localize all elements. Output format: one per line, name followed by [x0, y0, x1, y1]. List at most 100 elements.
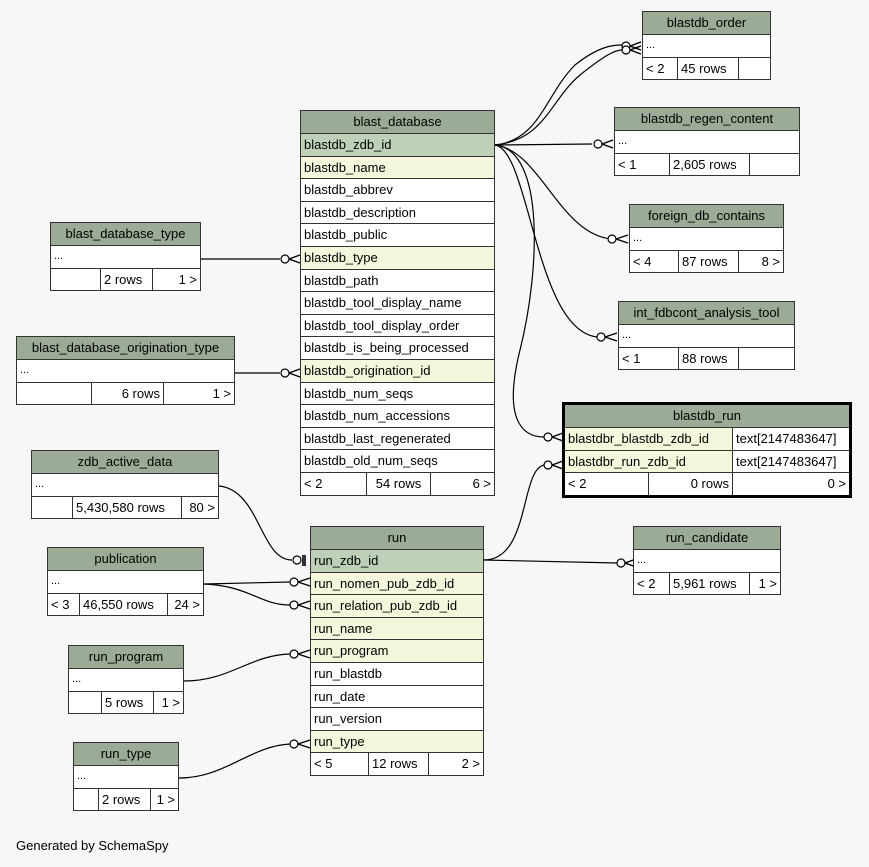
table-title[interactable]: blast_database: [301, 111, 494, 134]
column-name[interactable]: blastdb_public: [304, 227, 388, 243]
children-count[interactable]: 1 >: [150, 788, 178, 811]
table-blast-database-origination-type[interactable]: blast_database_origination_type ... 6 ro…: [16, 336, 235, 406]
parents-count[interactable]: < 5: [314, 756, 333, 772]
children-count[interactable]: [738, 57, 770, 80]
table-run-type[interactable]: run_type ... 2 rows 1 >: [73, 742, 179, 812]
table-title[interactable]: run_candidate: [634, 527, 780, 550]
column-name[interactable]: blastdb_type: [304, 249, 378, 265]
parents-count[interactable]: < 4: [633, 253, 652, 269]
table-blast-database[interactable]: blast_database blastdb_zdb_id blastdb_na…: [300, 110, 495, 496]
parents-count[interactable]: < 2: [646, 60, 665, 76]
children-count[interactable]: 24 >: [167, 593, 203, 616]
table-title[interactable]: run: [311, 527, 483, 550]
column-name[interactable]: run_nomen_pub_zdb_id: [314, 575, 455, 591]
column-name[interactable]: blastdbr_run_zdb_id: [568, 453, 686, 469]
edge-zdb-active-data: [218, 485, 293, 561]
table-blast-database-type[interactable]: blast_database_type ... 2 rows 1 >: [50, 222, 201, 292]
crow-foot: [297, 600, 311, 610]
column-name[interactable]: blastdb_num_accessions: [304, 408, 450, 424]
edge-run-program: [183, 653, 291, 682]
parents-count[interactable]: < 2: [304, 475, 323, 491]
column-name[interactable]: blastdb_num_seqs: [304, 385, 414, 401]
crow-foot-circle: [543, 460, 553, 470]
table-run-candidate[interactable]: run_candidate ... < 2 5,961 rows 1 >: [633, 526, 781, 596]
parents-count[interactable]: [74, 789, 98, 811]
crow-foot-circle: [616, 558, 626, 568]
column-name[interactable]: blastdb_last_regenerated: [304, 430, 451, 446]
column-name[interactable]: blastdb_zdb_id: [304, 137, 392, 152]
row-count: 2 rows: [100, 268, 152, 291]
column-name[interactable]: blastdb_old_num_seqs: [304, 453, 438, 469]
children-count[interactable]: 1 >: [749, 572, 780, 595]
table-title[interactable]: blastdb_order: [643, 12, 770, 35]
column-name[interactable]: blastdb_name: [304, 159, 386, 175]
children-count[interactable]: 1 >: [163, 382, 234, 405]
parents-count[interactable]: [32, 497, 72, 519]
parents-count[interactable]: [51, 269, 100, 291]
parents-count[interactable]: < 3: [51, 596, 70, 612]
one-bar: [302, 555, 306, 566]
table-zdb-active-data[interactable]: zdb_active_data ... 5,430,580 rows 80 >: [31, 450, 219, 520]
crow-foot: [604, 332, 618, 342]
column-name[interactable]: blastdb_abbrev: [304, 182, 393, 198]
crow-foot-circle: [289, 649, 299, 659]
row-count: 88 rows: [678, 347, 738, 370]
column-name[interactable]: blastdbr_blastdb_zdb_id: [568, 431, 709, 446]
children-count[interactable]: 6 >: [430, 472, 494, 495]
parents-count[interactable]: [69, 692, 101, 714]
table-run-program[interactable]: run_program ... 5 rows 1 >: [68, 645, 184, 715]
column-name[interactable]: blastdb_tool_display_name: [304, 295, 462, 311]
table-title[interactable]: run_program: [69, 646, 183, 669]
column-name[interactable]: run_date: [314, 688, 366, 704]
crow-foot-circle: [292, 555, 302, 565]
parents-count[interactable]: [17, 383, 91, 405]
column-name[interactable]: run_program: [314, 643, 389, 659]
column-name[interactable]: run_zdb_id: [314, 553, 379, 568]
table-title[interactable]: publication: [48, 548, 203, 571]
column-name[interactable]: blastdb_tool_display_order: [304, 317, 460, 333]
table-title[interactable]: blastdb_regen_content: [615, 108, 799, 131]
crow-foot-circle: [280, 254, 290, 264]
children-count[interactable]: [749, 153, 799, 176]
column-name[interactable]: run_type: [314, 733, 365, 749]
column-name[interactable]: blastdb_description: [304, 204, 417, 220]
table-int-fdbcont-analysis-tool[interactable]: int_fdbcont_analysis_tool ... < 1 88 row…: [618, 301, 795, 371]
children-count[interactable]: 8 >: [738, 250, 783, 273]
table-title[interactable]: zdb_active_data: [32, 451, 218, 474]
table-publication[interactable]: publication ... < 3 46,550 rows 24 >: [47, 547, 204, 617]
table-blastdb-order[interactable]: blastdb_order ... < 2 45 rows: [642, 11, 771, 81]
table-title[interactable]: run_type: [74, 743, 178, 766]
column-name[interactable]: blastdb_is_being_processed: [304, 340, 469, 356]
column-name[interactable]: run_relation_pub_zdb_id: [314, 598, 458, 614]
row-count: 87 rows: [678, 250, 738, 273]
table-run[interactable]: run run_zdb_id run_nomen_pub_zdb_id run_…: [310, 526, 484, 776]
crow-foot-circle: [596, 332, 606, 342]
column-name[interactable]: blastdb_origination_id: [304, 362, 431, 378]
children-count[interactable]: 80 >: [181, 496, 218, 519]
children-count[interactable]: 1 >: [152, 268, 200, 291]
edge-foreign-db-contains: [494, 144, 613, 240]
table-title[interactable]: int_fdbcont_analysis_tool: [619, 302, 794, 325]
parents-count[interactable]: < 1: [618, 156, 637, 172]
column-name[interactable]: run_blastdb: [314, 665, 382, 681]
table-title[interactable]: foreign_db_contains: [630, 205, 783, 228]
table-title[interactable]: blast_database_origination_type: [17, 337, 234, 360]
table-foreign-db-contains[interactable]: foreign_db_contains ... < 4 87 rows 8 >: [629, 204, 784, 274]
column-name[interactable]: run_name: [314, 620, 373, 636]
table-blastdb-regen-content[interactable]: blastdb_regen_content ... < 1 2,605 rows: [614, 107, 800, 177]
crow-foot-circle: [289, 600, 299, 610]
column-name[interactable]: run_version: [314, 711, 382, 727]
children-count[interactable]: 2 >: [428, 753, 483, 775]
children-count[interactable]: 0 >: [732, 473, 849, 495]
parents-count[interactable]: < 2: [637, 575, 656, 591]
column-name[interactable]: blastdb_path: [304, 272, 379, 288]
table-title[interactable]: blastdb_run: [565, 405, 849, 428]
generated-by-label: Generated by SchemaSpy: [16, 838, 169, 853]
children-count[interactable]: [738, 347, 794, 370]
parents-count[interactable]: < 1: [622, 350, 641, 366]
children-count[interactable]: 1 >: [153, 691, 183, 714]
table-title[interactable]: blast_database_type: [51, 223, 200, 246]
table-blastdb-run[interactable]: blastdb_run blastdbr_blastdb_zdb_id text…: [562, 402, 852, 498]
parents-count[interactable]: < 2: [568, 476, 587, 492]
column-ellipsis: ...: [77, 770, 87, 782]
